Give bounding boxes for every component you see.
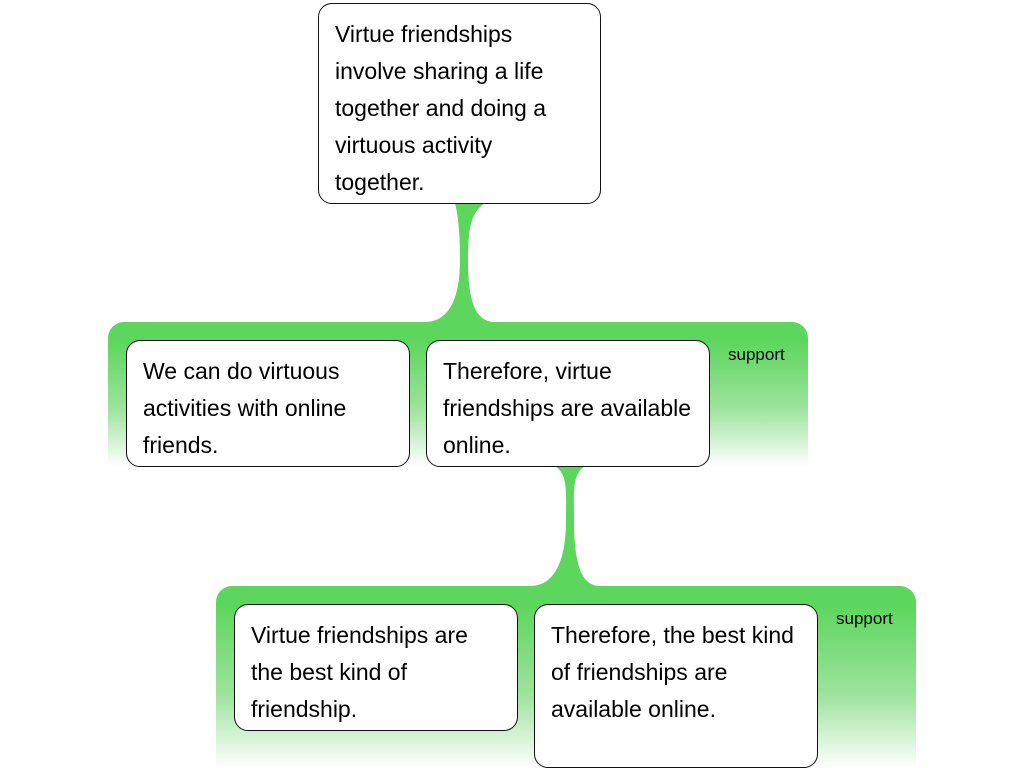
premise-box[interactable]: Virtue friendships are the best kind of … xyxy=(234,604,518,731)
claim-box[interactable]: Virtue friendships involve sharing a lif… xyxy=(318,3,601,204)
premise-box[interactable]: We can do virtuous activities with onlin… xyxy=(126,340,410,467)
support-label: support xyxy=(728,345,785,364)
support-connector-2 xyxy=(530,466,600,586)
support-connector-1 xyxy=(425,203,495,322)
claim-text: Virtue friendships involve sharing a lif… xyxy=(335,21,547,195)
premise-text: Therefore, the best kind of friendships … xyxy=(551,622,794,722)
premise-box[interactable]: Therefore, virtue friendships are availa… xyxy=(426,340,710,467)
premise-text: Virtue friendships are the best kind of … xyxy=(251,622,468,722)
premise-text: We can do virtuous activities with onlin… xyxy=(143,358,347,458)
support-label: support xyxy=(836,609,893,628)
premise-text: Therefore, virtue friendships are availa… xyxy=(443,358,692,458)
premise-box[interactable]: Therefore, the best kind of friendships … xyxy=(534,604,818,768)
